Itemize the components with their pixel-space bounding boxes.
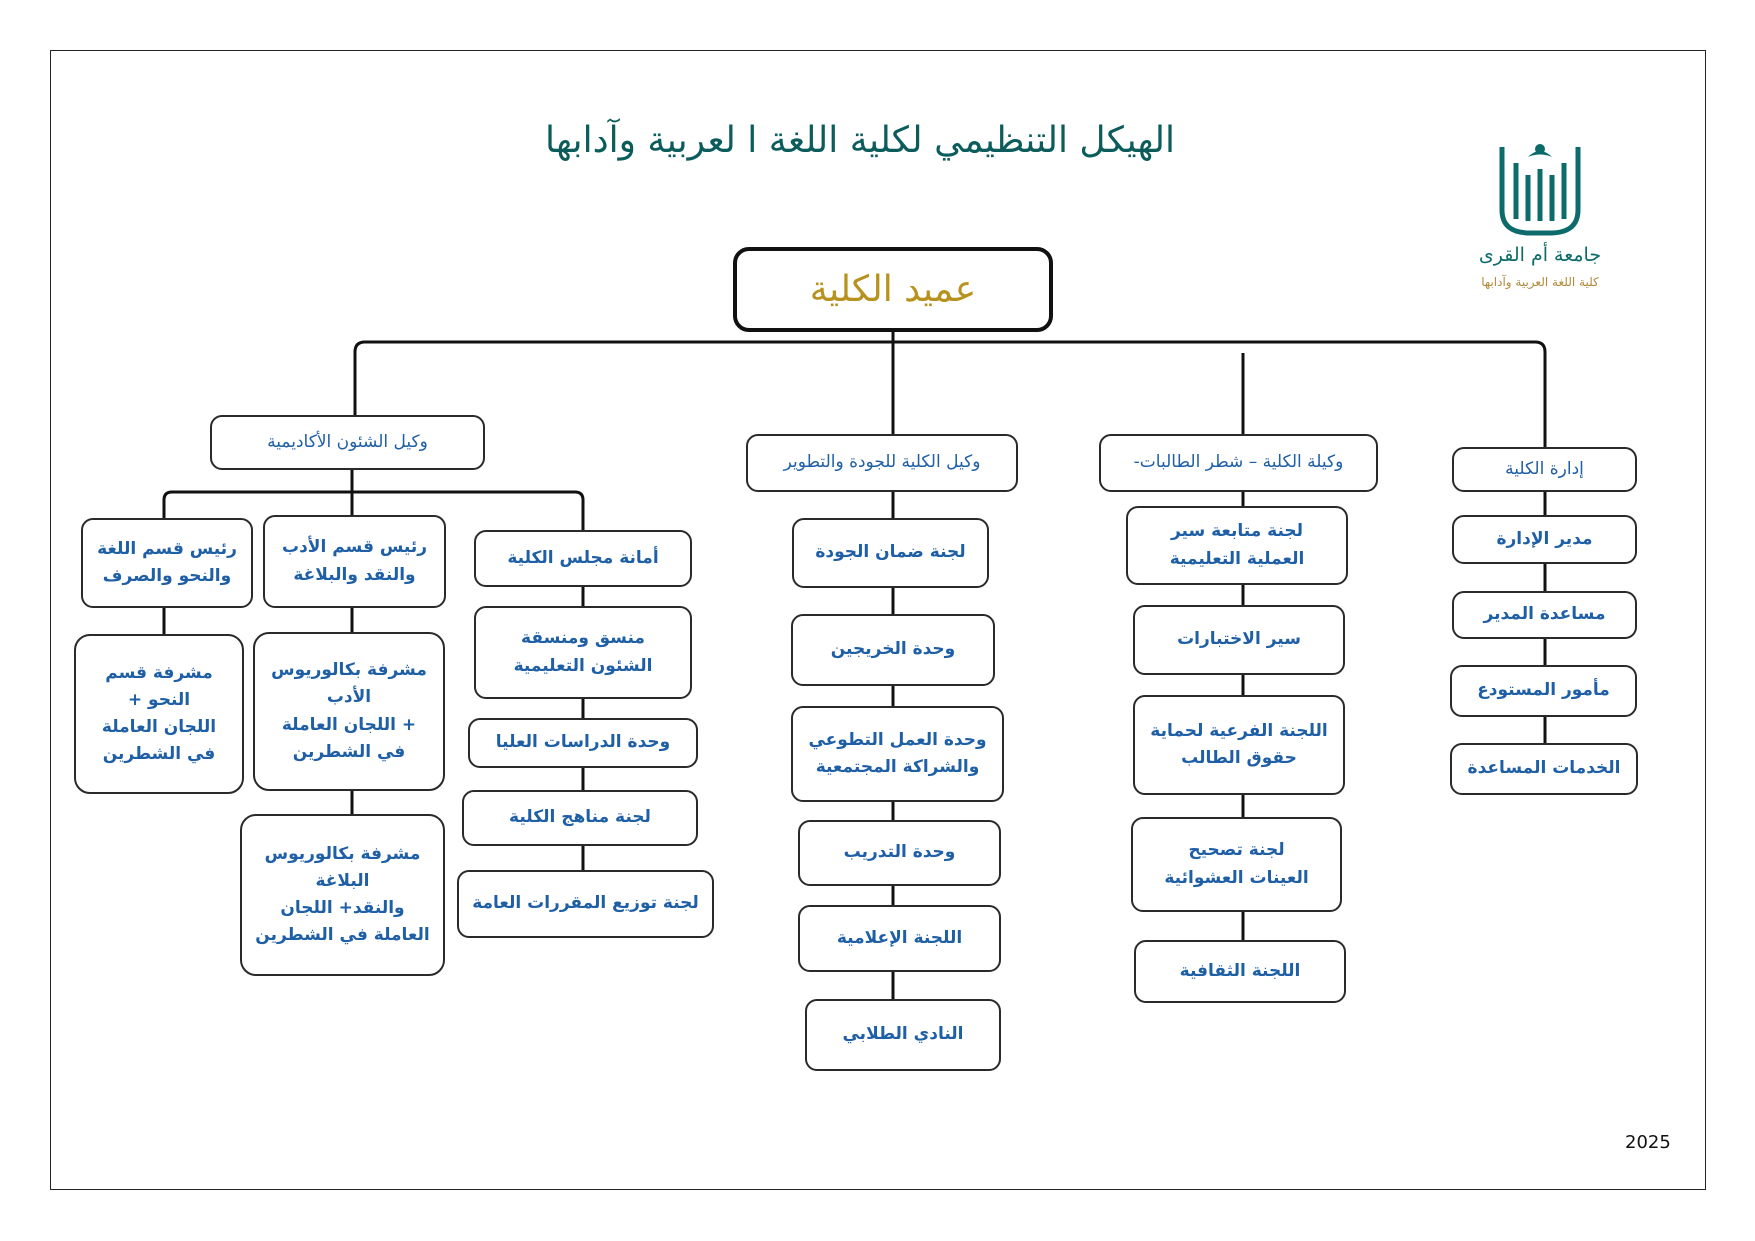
grammar-dept-supervisor-box: مشرفة قسم النحو + اللجان العاملة في الشط… xyxy=(74,634,244,794)
academic-affairs-vice-dean-box: وكيل الشئون الأكاديمية xyxy=(210,415,485,470)
exams-conduct-box: سير الاختبارات xyxy=(1133,605,1345,675)
page-frame xyxy=(50,50,1706,1190)
female-students-vice-dean-box: وكيلة الكلية – شطر الطالبات- xyxy=(1099,434,1378,492)
general-courses-committee-box: لجنة توزيع المقررات العامة xyxy=(457,870,714,938)
rhetoric-bachelor-supervisor-box: مشرفة بكالوريوس البلاغة والنقد+ اللجان ا… xyxy=(240,814,445,976)
logo-university-name: جامعة أم القرى xyxy=(1478,244,1602,266)
university-logo xyxy=(1499,144,1581,236)
college-council-secretariat-box: أمانة مجلس الكلية xyxy=(474,530,692,587)
education-follow-up-committee-box: لجنة متابعة سير العملية التعليمية xyxy=(1126,506,1348,585)
warehouse-officer-box: مأمور المستودع xyxy=(1450,665,1637,717)
quality-vice-dean-box: وكيل الكلية للجودة والتطوير xyxy=(746,434,1018,492)
admin-assistant-box: مساعدة المدير xyxy=(1452,591,1637,639)
dean-box: عميد الكلية xyxy=(733,247,1053,332)
language-dept-head-box: رئيس قسم اللغة والنحو والصرف xyxy=(81,518,253,608)
college-administration-box: إدارة الكلية xyxy=(1452,447,1637,492)
umm-al-qura-emblem-icon xyxy=(1499,147,1581,236)
year-label: 2025 xyxy=(1625,1132,1671,1153)
page-title: الهيكل التنظيمي لكلية اللغة ا لعربية وآد… xyxy=(544,120,1176,161)
logo-college-name: كلية اللغة العربية وآدابها xyxy=(1481,275,1599,289)
media-committee-box: اللجنة الإعلامية xyxy=(798,905,1001,972)
support-services-box: الخدمات المساعدة xyxy=(1450,743,1638,795)
student-rights-committee-box: اللجنة الفرعية لحماية حقوق الطالب xyxy=(1133,695,1345,795)
cultural-committee-box: اللجنة الثقافية xyxy=(1134,940,1346,1003)
graduate-studies-unit-box: وحدة الدراسات العليا xyxy=(468,718,698,768)
random-samples-committee-box: لجنة تصحيح العينات العشوائية xyxy=(1131,817,1342,912)
alumni-unit-box: وحدة الخريجين xyxy=(791,614,995,686)
admin-director-box: مدير الإدارة xyxy=(1452,515,1637,564)
student-club-box: النادي الطلابي xyxy=(805,999,1001,1071)
literature-bachelor-supervisor-box: مشرفة بكالوريوس الأدب + اللجان العاملة ف… xyxy=(253,632,445,791)
curricula-committee-box: لجنة مناهج الكلية xyxy=(462,790,698,846)
literature-dept-head-box: رئيس قسم الأدب والنقد والبلاغة xyxy=(263,515,446,608)
training-unit-box: وحدة التدريب xyxy=(798,820,1001,886)
academic-affairs-coordinator-box: منسق ومنسقة الشئون التعليمية xyxy=(474,606,692,699)
volunteering-unit-box: وحدة العمل التطوعي والشراكة المجتمعية xyxy=(791,706,1004,802)
quality-assurance-committee-box: لجنة ضمان الجودة xyxy=(792,518,989,588)
